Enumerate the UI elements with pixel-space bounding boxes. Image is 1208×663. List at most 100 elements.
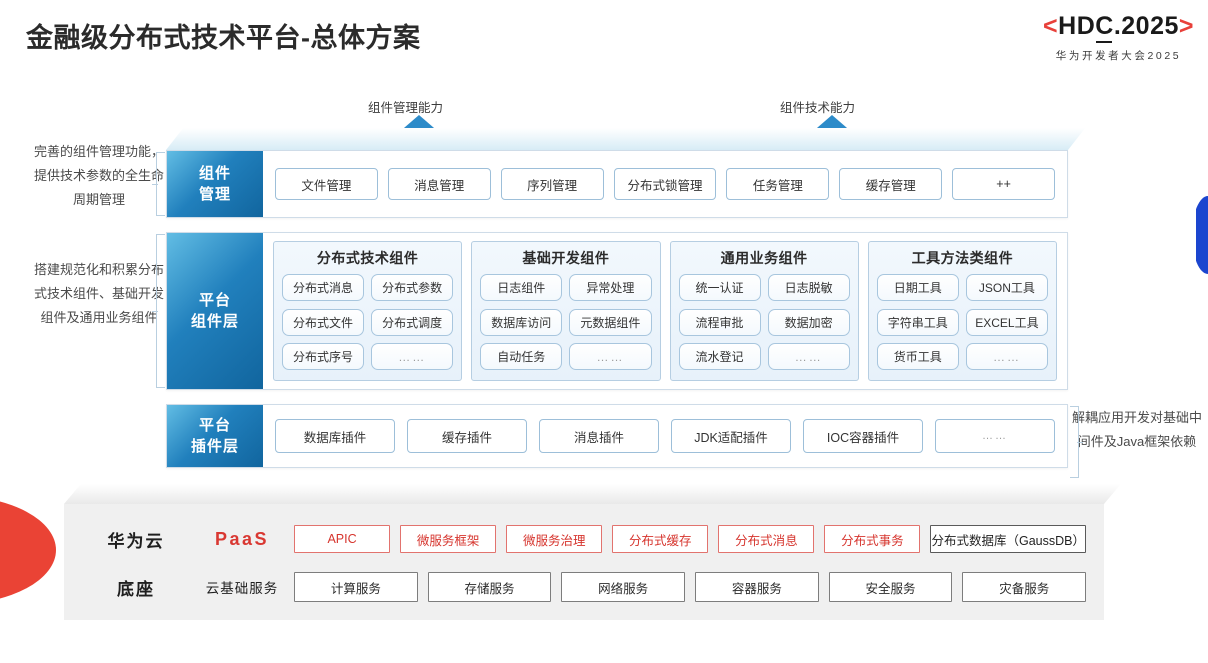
component-group-2: 通用业务组件统一认证日志脱敏流程审批数据加密流水登记…… — [669, 241, 859, 381]
platform-component-label-line2: 组件层 — [190, 313, 239, 330]
component-item-0-3[interactable]: 分布式调度 — [371, 308, 454, 336]
component-item-1-1[interactable]: 异常处理 — [569, 274, 652, 301]
platform-plugin-layer: 平台 插件层 数据库插件缓存插件消息插件 JDK适配插件 IOC容器插件 …… — [166, 404, 1068, 468]
platform-plugin-label-line1: 平台 — [198, 417, 231, 434]
plugin-item-0[interactable]: 数据库插件 — [275, 419, 395, 453]
component-management-label-line2: 管理 — [198, 186, 231, 203]
management-item-6[interactable]: ++ — [952, 168, 1056, 200]
cloud-base-title-2: 底座 — [82, 575, 190, 600]
cloud-base-bevel — [64, 484, 1121, 504]
management-item-1[interactable]: 消息管理 — [387, 168, 491, 200]
component-group-0: 分布式技术组件分布式消息分布式参数分布式文件分布式调度分布式序号…… — [273, 241, 463, 381]
cloud-base-slab: 华为云 PaaS APIC 微服务框架微服务治理分布式缓存分布式消息分布式事务分布… — [64, 504, 1104, 620]
component-item-1-5[interactable]: …… — [569, 343, 652, 371]
component-item-3-4[interactable]: 货币工具 — [876, 343, 959, 371]
plugin-item-2[interactable]: 消息插件 — [539, 419, 659, 453]
platform-plugin-items: 数据库插件缓存插件消息插件 JDK适配插件 IOC容器插件 …… — [263, 405, 1067, 467]
component-item-2-2[interactable]: 流程审批 — [678, 308, 761, 336]
component-item-2-4[interactable]: 流水登记 — [678, 343, 761, 371]
blue-lens-decoration — [1192, 196, 1208, 274]
component-item-2-0[interactable]: 统一认证 — [678, 274, 761, 301]
component-item-2-5[interactable]: …… — [767, 343, 850, 371]
component-group-title-0: 分布式技术组件 — [316, 250, 419, 266]
angle-bracket-left-icon: < — [1043, 12, 1059, 40]
component-item-0-0[interactable]: 分布式消息 — [282, 274, 365, 301]
hdc-logo-main: <HDC.2025> — [1043, 12, 1194, 43]
component-group-grid-1: 日志组件异常处理数据库访问元数据组件自动任务…… — [480, 274, 652, 373]
plugin-item-4[interactable]: IOC容器插件 — [803, 419, 923, 453]
component-item-0-1[interactable]: 分布式参数 — [371, 274, 454, 301]
annotation-left-bottom: 搭建规范化和积累分布式技术组件、基础开发组件及通用业务组件 — [34, 262, 165, 325]
infra-item-0[interactable]: 计算服务 — [294, 572, 418, 602]
infra-item-2[interactable]: 网络服务 — [561, 572, 686, 602]
platform-component-layer: 平台 组件层 分布式技术组件分布式消息分布式参数分布式文件分布式调度分布式序号…… — [166, 232, 1068, 390]
cloud-base-title-line1: 华为云 — [107, 531, 165, 551]
component-management-label-line1: 组件 — [198, 165, 231, 182]
plugin-item-3[interactable]: JDK适配插件 — [671, 419, 791, 453]
component-item-2-1[interactable]: 日志脱敏 — [767, 274, 850, 301]
component-group-grid-0: 分布式消息分布式参数分布式文件分布式调度分布式序号…… — [282, 274, 454, 373]
component-item-1-2[interactable]: 数据库访问 — [480, 308, 563, 336]
component-management-layer: 组件 管理 文件管理消息管理序列管理分布式锁管理任务管理缓存管理 ++ — [166, 150, 1068, 218]
component-group-1: 基础开发组件日志组件异常处理数据库访问元数据组件自动任务…… — [471, 241, 661, 381]
paas-item-4[interactable]: 分布式消息 — [718, 525, 815, 553]
paas-item-0[interactable]: APIC — [294, 525, 391, 553]
component-management-layer-label: 组件 管理 — [167, 151, 263, 217]
component-item-3-2[interactable]: 字符串工具 — [876, 308, 959, 336]
infra-item-5[interactable]: 灾备服务 — [962, 572, 1087, 602]
hdc-logo: <HDC.2025> 华为开发者大会2025 — [1043, 14, 1194, 63]
component-item-1-4[interactable]: 自动任务 — [480, 343, 563, 371]
paas-label: PaaS — [214, 528, 270, 549]
component-group-grid-2: 统一认证日志脱敏流程审批数据加密流水登记…… — [678, 274, 850, 373]
infra-item-1[interactable]: 存储服务 — [427, 572, 552, 602]
bracket-left-bottom — [152, 234, 165, 388]
management-item-2[interactable]: 序列管理 — [500, 168, 604, 200]
infra-label: 云基础服务 — [205, 581, 279, 596]
paas-items: APIC 微服务框架微服务治理分布式缓存分布式消息分布式事务分布式数据库（Gaus… — [294, 525, 1086, 553]
annotation-right: 解耦应用开发对基础中间件及Java框架依赖 — [1071, 410, 1202, 449]
cloud-base-paas-row: 华为云 PaaS APIC 微服务框架微服务治理分布式缓存分布式消息分布式事务分布… — [82, 518, 1086, 560]
platform-component-label-line1: 平台 — [198, 292, 231, 309]
management-item-3[interactable]: 分布式锁管理 — [613, 168, 717, 200]
management-item-0[interactable]: 文件管理 — [275, 168, 378, 200]
paas-item-6[interactable]: 分布式数据库（GaussDB） — [930, 525, 1086, 553]
stack-top-bevel — [166, 128, 1086, 150]
plugin-item-1[interactable]: 缓存插件 — [407, 419, 527, 453]
component-item-3-0[interactable]: 日期工具 — [876, 274, 959, 301]
component-group-title-2: 通用业务组件 — [720, 250, 808, 266]
infra-item-4[interactable]: 安全服务 — [828, 572, 953, 602]
arrow-label-component-management: 组件管理能力 — [368, 101, 444, 115]
cloud-base-title: 华为云 — [82, 527, 190, 552]
component-item-3-5[interactable]: …… — [965, 343, 1048, 371]
paas-item-3[interactable]: 分布式缓存 — [612, 525, 709, 553]
page-title: 金融级分布式技术平台-总体方案 — [26, 23, 421, 53]
management-item-4[interactable]: 任务管理 — [726, 168, 830, 200]
plugin-item-5[interactable]: …… — [935, 419, 1055, 453]
hdc-logo-text-c: C — [1095, 12, 1114, 43]
component-item-3-3[interactable]: EXCEL工具 — [965, 308, 1048, 336]
platform-plugin-layer-label: 平台 插件层 — [167, 405, 263, 467]
component-item-3-1[interactable]: JSON工具 — [965, 274, 1048, 301]
component-item-2-3[interactable]: 数据加密 — [767, 308, 850, 336]
infra-items: 计算服务存储服务网络服务容器服务安全服务灾备服务 — [294, 572, 1087, 602]
angle-bracket-right-icon: > — [1178, 12, 1194, 40]
annotation-left-top: 完善的组件管理功能，提供技术参数的全生命周期管理 — [34, 144, 165, 207]
paas-item-1[interactable]: 微服务框架 — [400, 525, 497, 553]
infra-item-3[interactable]: 容器服务 — [695, 572, 819, 602]
bracket-left-top — [152, 152, 165, 216]
component-item-1-3[interactable]: 元数据组件 — [569, 308, 652, 336]
component-item-0-4[interactable]: 分布式序号 — [282, 343, 365, 371]
paas-item-2[interactable]: 微服务治理 — [506, 525, 603, 553]
management-item-5[interactable]: 缓存管理 — [839, 168, 943, 200]
paas-item-5[interactable]: 分布式事务 — [824, 525, 921, 553]
component-item-0-5[interactable]: …… — [371, 343, 454, 371]
platform-component-groups: 分布式技术组件分布式消息分布式参数分布式文件分布式调度分布式序号……基础开发组件… — [263, 233, 1067, 389]
component-item-0-2[interactable]: 分布式文件 — [282, 308, 365, 336]
cloud-base-title-line2: 底座 — [117, 579, 155, 599]
hdc-logo-subtitle: 华为开发者大会2025 — [1055, 50, 1182, 62]
hdc-logo-text-pre: HD — [1058, 12, 1096, 40]
component-item-1-0[interactable]: 日志组件 — [480, 274, 563, 301]
